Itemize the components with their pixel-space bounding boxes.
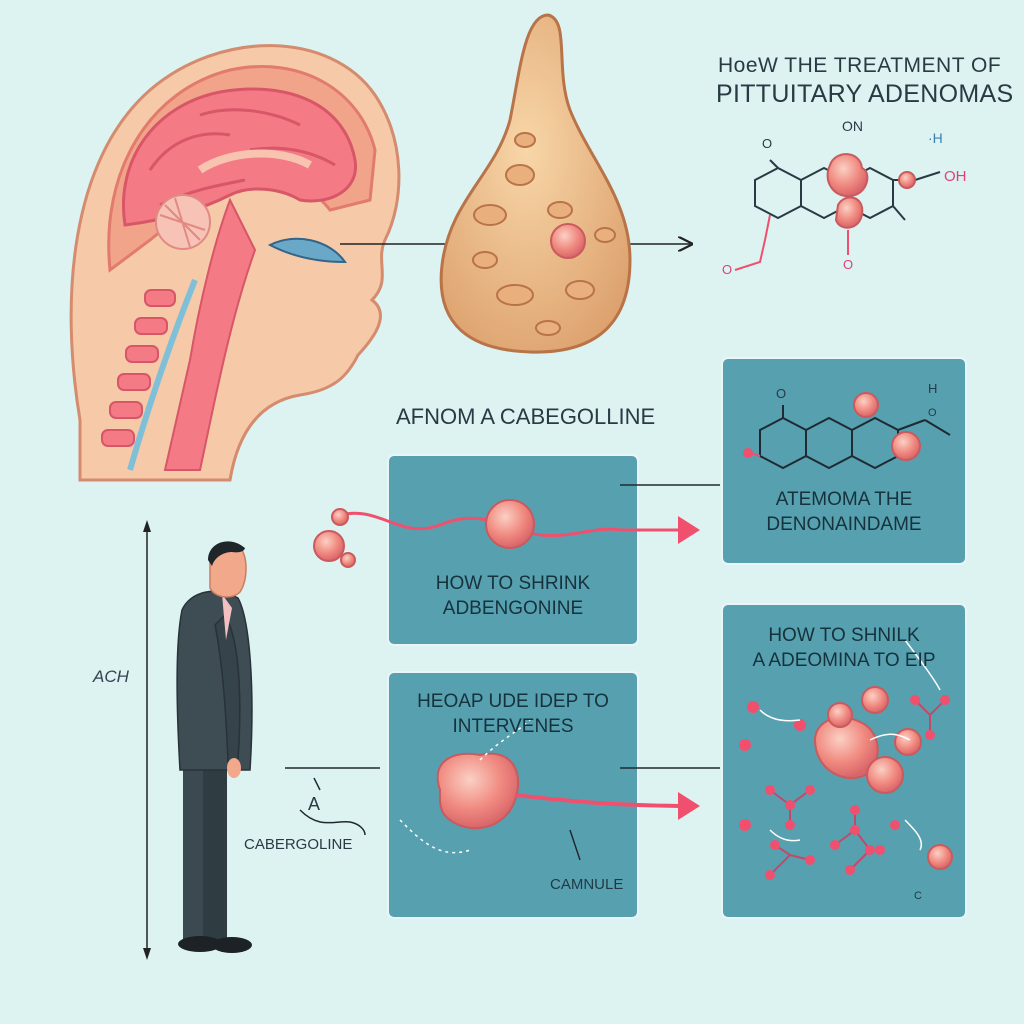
atom-label: ON (842, 118, 863, 134)
atom-label: O (928, 407, 937, 419)
atom-label: H (928, 381, 938, 396)
atom-label: O (776, 386, 787, 401)
panel-bottom-left-text: HEOAP UDE IDEP TO INTERVENES (388, 690, 638, 739)
person-figure (143, 520, 380, 960)
drug-label: CABERGOLINE (244, 836, 353, 853)
panel-text-line: HOW TO SHNILK (768, 625, 920, 646)
panel-note: C (914, 890, 922, 902)
panel-top-left-text: HOW TO SHRINK ADBENGONINE (388, 572, 638, 621)
panel-text-line: HOW TO SHRINK (435, 573, 591, 594)
panel-text-line: ATEMOMA THE (775, 489, 913, 510)
atom-label: O (843, 257, 854, 272)
pituitary-gland (439, 13, 632, 354)
atom-label: OH (944, 168, 967, 185)
spine (101, 289, 176, 447)
section-heading: AFNOM A CABEGOLLINE (396, 404, 656, 429)
panel-top-left (387, 454, 639, 646)
atom-label: O (762, 136, 773, 151)
panel-text-line: INTERVENES (452, 715, 574, 737)
panel-note: CAMNULE (550, 876, 624, 893)
head-cross-section (69, 44, 401, 482)
atom-label: ·H (928, 130, 943, 146)
drug-path-bottom (399, 719, 700, 861)
molecule-cluster (739, 639, 953, 880)
mark-label: A (308, 794, 321, 814)
molecule-top-atoms (826, 153, 916, 229)
panel-text-line: HEOAP UDE IDEP TO (417, 691, 609, 712)
panel-bottom-right-text: HOW TO SHNILK A ADEOMINA TO EIP (722, 624, 966, 673)
drug-path-top (313, 499, 700, 568)
gland-cells (472, 132, 616, 336)
title-line-1: HoeW THE TREATMENT OF (718, 54, 1002, 77)
height-label: ACH (93, 667, 129, 686)
title-line-2: PITTUITARY ADENOMAS (716, 80, 1014, 108)
panel-text-line: DENONAINDAME (766, 513, 922, 535)
panel-text-line: A ADEOMINA TO EIP (752, 649, 936, 671)
atom-label: O (722, 262, 733, 277)
panel-top-right-text: ATEMOMA THE DENONAINDAME (722, 488, 966, 537)
molecule-panel-atoms (743, 392, 921, 461)
panel-text-line: ADBENGONINE (442, 597, 584, 619)
adenoma-tumor (550, 223, 586, 259)
